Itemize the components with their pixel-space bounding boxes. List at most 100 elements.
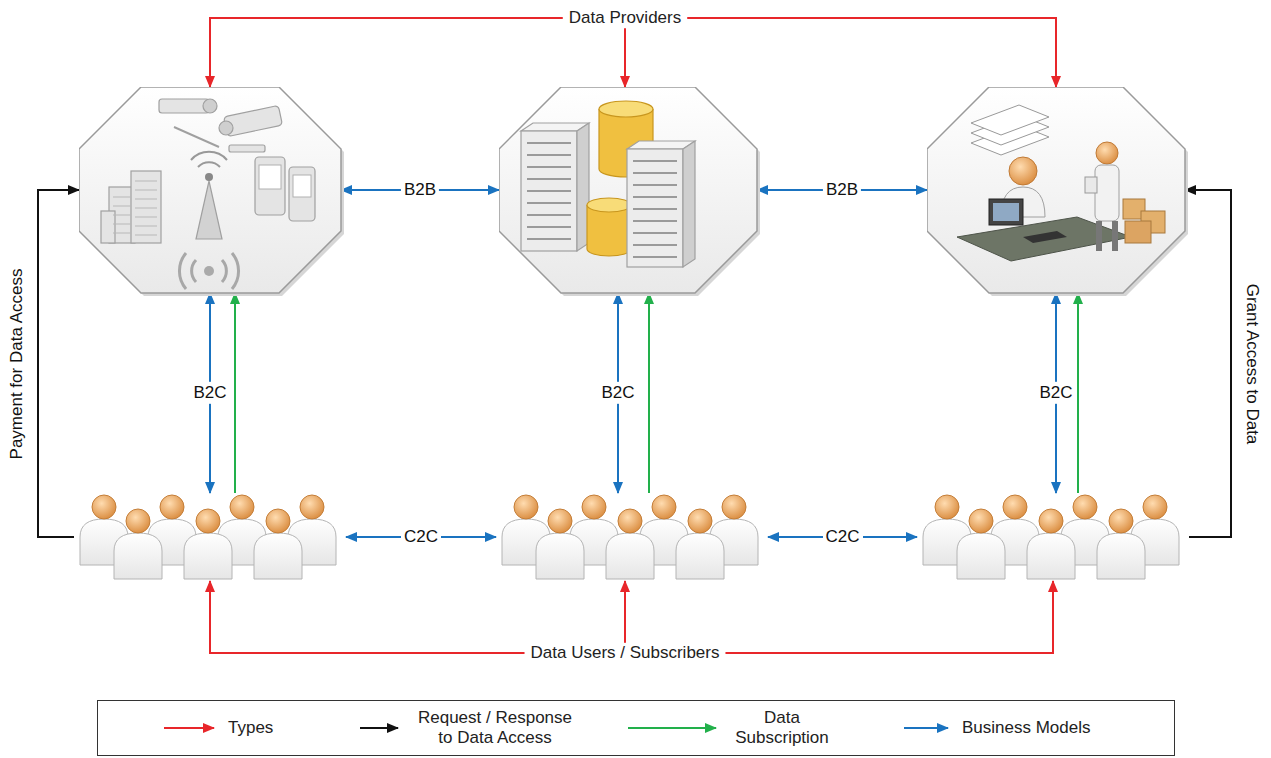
sensor-devices-icon <box>101 99 315 289</box>
legend-sample <box>164 722 216 734</box>
office-worker-part <box>1085 177 1097 193</box>
legend-text: Request / Response to Data Access <box>412 708 578 749</box>
sensor-device-part <box>229 145 265 152</box>
person-head <box>1143 495 1167 519</box>
person-head <box>1073 495 1097 519</box>
person-body <box>254 533 302 579</box>
provider-octagon <box>499 87 757 293</box>
person-head <box>196 509 220 533</box>
person-head <box>969 509 993 533</box>
legend-arrow <box>628 727 716 729</box>
legend-sample <box>628 722 718 734</box>
connector-arrow <box>38 190 79 537</box>
connector-arrow <box>1185 190 1231 537</box>
person-head <box>1039 509 1063 533</box>
person-head <box>582 495 606 519</box>
sensor-device-part <box>174 127 219 147</box>
person-head <box>266 509 290 533</box>
connector-label: B2B <box>823 179 861 201</box>
connector-label: Grant Access to Data <box>1241 280 1263 447</box>
person-head <box>230 495 254 519</box>
office-worker-part <box>1096 142 1118 164</box>
legend-text: Business Models <box>962 718 1091 738</box>
node-illustration <box>496 493 772 585</box>
person-head <box>1109 509 1133 533</box>
octagon-outline <box>927 87 1185 293</box>
person-head <box>92 495 116 519</box>
server-database-part <box>683 141 695 267</box>
person-figure <box>114 509 162 579</box>
sensor-device-part <box>219 121 233 135</box>
person-body <box>957 533 1005 579</box>
office-worker-part <box>989 199 1023 225</box>
connector-label: C2C <box>822 526 862 548</box>
connector-arrow <box>687 18 1056 87</box>
person-body <box>606 533 654 579</box>
person-figure <box>676 509 724 579</box>
person-head <box>935 495 959 519</box>
office-worker-part <box>957 217 1131 261</box>
server-database-part <box>633 161 677 257</box>
node-illustration <box>79 87 345 297</box>
connector-arrow <box>624 28 626 87</box>
person-figure <box>536 509 584 579</box>
sensor-device-part <box>203 99 217 113</box>
legend-arrow <box>904 727 948 729</box>
octagon-outline <box>499 87 757 293</box>
legend-sample <box>360 722 400 734</box>
person-figure <box>606 509 654 579</box>
person-figure <box>957 509 1005 579</box>
legend-text: Types <box>228 718 273 738</box>
office-worker-part <box>993 203 1019 221</box>
office-worker-part <box>971 105 1049 135</box>
heading-text: Data Providers <box>563 8 687 28</box>
node-illustration <box>499 87 761 297</box>
legend-arrow <box>164 727 214 729</box>
legend-item: Types <box>164 701 273 755</box>
sensor-device-part <box>255 157 285 215</box>
office-worker-part <box>1095 165 1119 221</box>
sensor-device-part <box>196 181 222 239</box>
sensor-device-part <box>205 173 213 181</box>
person-body <box>1027 533 1075 579</box>
connector-arrow <box>234 293 236 493</box>
heading-text: Data Users / Subscribers <box>525 643 726 663</box>
person-figure <box>1027 509 1075 579</box>
server-database-part <box>521 131 577 251</box>
sensor-device-part <box>191 152 227 167</box>
user-group <box>917 493 1189 581</box>
sensor-device-part <box>204 266 214 276</box>
person-head <box>688 509 712 533</box>
connector-arrow <box>1077 293 1079 493</box>
server-database-part <box>527 143 571 239</box>
office-worker-part <box>1023 231 1067 243</box>
connector-label: B2C <box>1036 382 1075 404</box>
connector-label: B2C <box>190 382 229 404</box>
sensor-device-part <box>131 171 161 243</box>
legend-item: Business Models <box>904 701 1091 755</box>
connector-label: C2C <box>401 526 441 548</box>
user-group <box>74 493 346 581</box>
legend-arrow <box>360 727 398 729</box>
connector-arrow <box>725 581 1053 653</box>
group-heading: Data Users / Subscribers <box>525 643 726 663</box>
sensor-device-part <box>293 175 311 197</box>
user-group <box>496 493 768 581</box>
person-body <box>184 533 232 579</box>
person-body <box>114 533 162 579</box>
person-head <box>722 495 746 519</box>
node-illustration <box>917 493 1193 585</box>
person-head <box>618 509 642 533</box>
person-head <box>1003 495 1027 519</box>
sensor-device-part <box>159 99 209 113</box>
server-database-part <box>587 205 631 256</box>
provider-octagon <box>79 87 341 293</box>
person-figure <box>254 509 302 579</box>
server-database-part <box>627 149 683 267</box>
legend-sample <box>904 722 950 734</box>
legend-item: Request / Response to Data Access <box>360 701 578 755</box>
office-worker-part <box>1009 157 1037 185</box>
person-head <box>160 495 184 519</box>
legend-text: Data Subscription <box>730 708 834 749</box>
person-body <box>676 533 724 579</box>
